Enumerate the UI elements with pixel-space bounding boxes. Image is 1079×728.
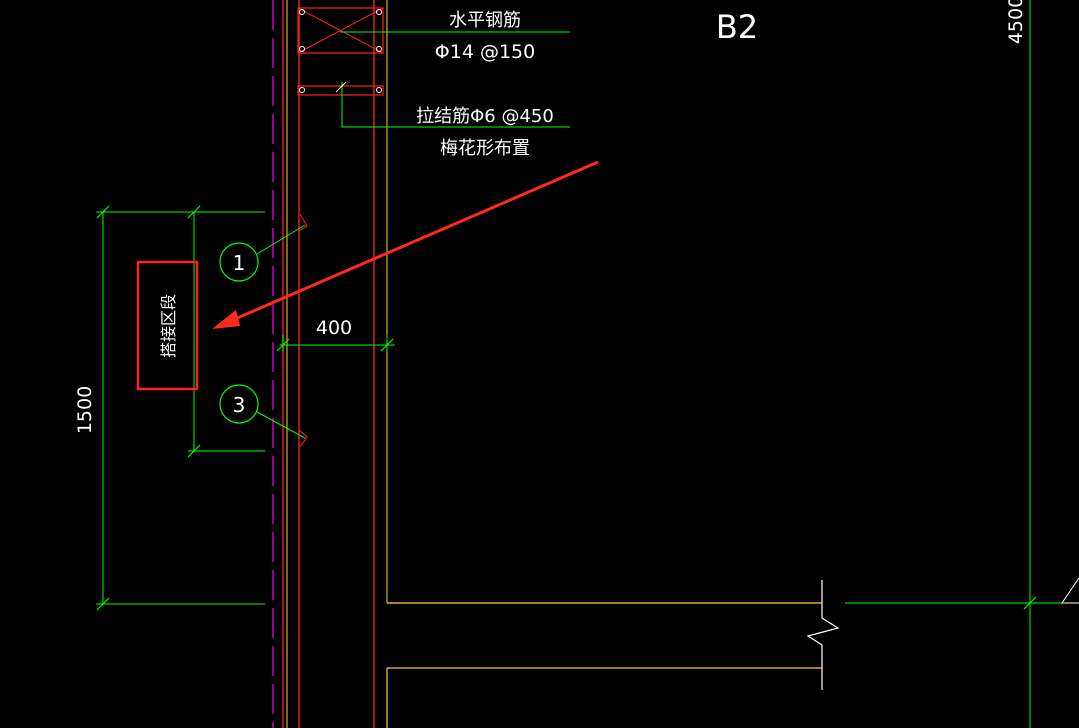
left-dimension <box>96 205 265 611</box>
top-right-dimension: 4500 <box>1005 0 1027 44</box>
tie-rebar-spec: 拉结筋Φ6 @450 <box>416 106 554 127</box>
right-edge-shape <box>1061 577 1079 604</box>
horizontal-rebar-spec: Φ14 @150 <box>435 41 535 63</box>
wall-thickness-dimension <box>276 335 395 352</box>
panel-label: B2 <box>716 8 758 46</box>
wall-thickness-value: 400 <box>316 317 352 339</box>
highlight-label: 搭接区段 <box>159 294 178 358</box>
callout-3-label: 3 <box>233 393 246 417</box>
tie-rebar-leader <box>341 82 570 128</box>
annotation-arrow <box>212 160 599 329</box>
rebar-detail <box>297 7 570 128</box>
break-line <box>806 580 840 690</box>
wall-structure <box>272 0 1079 728</box>
callout-1 <box>219 213 308 282</box>
right-dimension-tick <box>1023 596 1037 610</box>
callout-3 <box>219 384 308 448</box>
callout-1-label: 1 <box>233 251 246 275</box>
tie-rebar-layout: 梅花形布置 <box>440 138 530 159</box>
tie-rebar-box <box>297 85 384 96</box>
horizontal-rebar-title: 水平钢筋 <box>449 10 521 31</box>
highlight-box <box>136 260 199 391</box>
left-dimension-value: 1500 <box>74 386 96 434</box>
horizontal-rebar-box <box>297 7 384 54</box>
